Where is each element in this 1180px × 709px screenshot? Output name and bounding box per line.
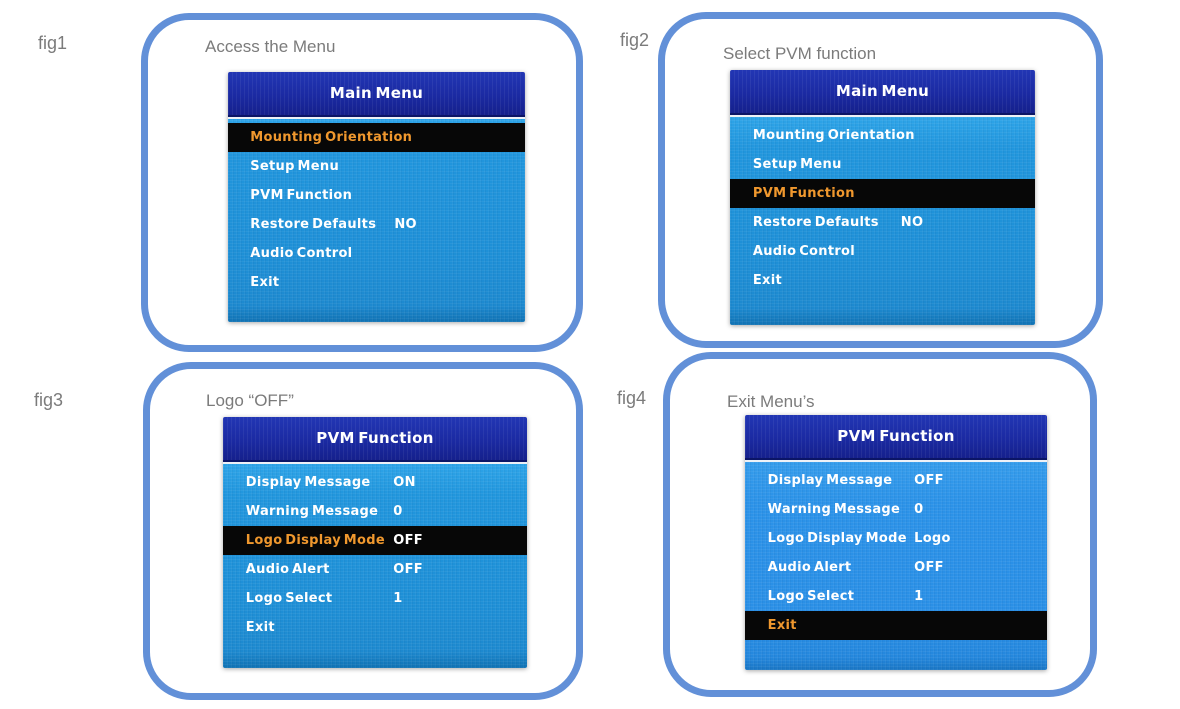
menu-item-mounting-orientation[interactable]: Mounting Orientation [228, 123, 525, 152]
menu-item-audio-alert[interactable]: Audio Alert OFF [223, 555, 527, 584]
osd-separator-line [228, 117, 525, 119]
osd-menu-title: Main Menu [228, 72, 525, 115]
menu-item-warning-message[interactable]: Warning Message 0 [223, 497, 527, 526]
menu-item-value: OFF [914, 560, 944, 575]
menu-item-label: Audio Alert [767, 560, 852, 575]
menu-item-mounting-orientation[interactable]: Mounting Orientation [730, 121, 1035, 150]
menu-item-label: Setup Menu [250, 159, 340, 174]
menu-item-label: Display Message [245, 475, 371, 490]
menu-item-label: Audio Alert [245, 562, 330, 577]
menu-item-label: Restore Defaults [250, 217, 377, 232]
menu-item-label: Exit [250, 275, 280, 290]
menu-item-logo-select[interactable]: Logo Select 1 [223, 584, 527, 613]
osd-menu-title: Main Menu [730, 70, 1035, 113]
menu-item-display-message[interactable]: Display Message OFF [745, 466, 1047, 495]
menu-item-setup-menu[interactable]: Setup Menu [730, 150, 1035, 179]
figure-label-fig4: fig4 [617, 388, 647, 408]
figure-caption-1: Access the Menu [205, 37, 336, 56]
figure-caption-2: Select PVM function [723, 44, 877, 63]
figure-label-fig2: fig2 [620, 30, 650, 50]
figure-caption-4: Exit Menu’s [727, 392, 815, 411]
osd-separator-line [745, 460, 1047, 462]
menu-item-logo-display-mode[interactable]: Logo Display Mode Logo [745, 524, 1047, 553]
menu-item-value: OFF [393, 562, 423, 577]
menu-item-audio-control[interactable]: Audio Control [228, 239, 525, 268]
figure-caption-3: Logo “OFF” [206, 391, 294, 410]
menu-item-exit[interactable]: Exit [745, 611, 1047, 640]
osd-separator-line [223, 462, 527, 464]
menu-item-label: Exit [752, 273, 783, 288]
menu-item-audio-control[interactable]: Audio Control [730, 237, 1035, 266]
osd-separator-line [730, 115, 1035, 117]
menu-item-label: PVM Function [752, 186, 855, 201]
menu-item-value: NO [900, 215, 924, 230]
menu-item-value: NO [394, 217, 417, 232]
menu-item-label: PVM Function [250, 188, 353, 203]
menu-item-label: Exit [767, 618, 797, 633]
osd-screenshot-pvm-function-1: PVM Function Display Message ON Warning Me… [223, 417, 527, 668]
menu-item-exit[interactable]: Exit [223, 613, 527, 642]
menu-item-label: Mounting Orientation [752, 128, 915, 143]
menu-item-label: Mounting Orientation [250, 130, 413, 145]
menu-item-logo-select[interactable]: Logo Select 1 [745, 582, 1047, 611]
menu-item-value: OFF [393, 533, 423, 548]
osd-menu-title: PVM Function [745, 415, 1047, 458]
menu-item-label: Logo Select [245, 591, 333, 606]
menu-item-label: Logo Display Mode [245, 533, 385, 548]
menu-item-label: Audio Control [752, 244, 856, 259]
menu-item-audio-alert[interactable]: Audio Alert OFF [745, 553, 1047, 582]
menu-item-exit[interactable]: Exit [730, 266, 1035, 295]
menu-item-value: 0 [393, 504, 403, 519]
menu-item-pvm-function[interactable]: PVM Function [228, 181, 525, 210]
menu-item-label: Display Message [767, 473, 893, 488]
menu-item-label: Logo Select [767, 589, 855, 604]
menu-item-value: Logo [914, 531, 951, 546]
menu-item-value: ON [393, 475, 416, 490]
menu-item-label: Warning Message [245, 504, 379, 519]
menu-item-label: Audio Control [250, 246, 353, 261]
osd-separator-dark [228, 115, 525, 117]
menu-item-exit[interactable]: Exit [228, 268, 525, 297]
osd-separator-dark [730, 113, 1035, 115]
menu-item-setup-menu[interactable]: Setup Menu [228, 152, 525, 181]
menu-item-restore-defaults[interactable]: Restore Defaults NO [228, 210, 525, 239]
menu-item-pvm-function[interactable]: PVM Function [730, 179, 1035, 208]
menu-item-warning-message[interactable]: Warning Message 0 [745, 495, 1047, 524]
menu-item-restore-defaults[interactable]: Restore Defaults NO [730, 208, 1035, 237]
menu-item-logo-display-mode[interactable]: Logo Display Mode OFF [223, 526, 527, 555]
menu-item-label: Exit [245, 620, 275, 635]
menu-item-display-message[interactable]: Display Message ON [223, 468, 527, 497]
menu-item-label: Restore Defaults [752, 215, 879, 230]
menu-item-label: Logo Display Mode [767, 531, 907, 546]
menu-item-value: 0 [914, 502, 924, 517]
menu-item-label: Warning Message [767, 502, 901, 517]
menu-item-value: 1 [914, 589, 924, 604]
osd-separator-dark [745, 458, 1047, 460]
menu-item-label: Setup Menu [752, 157, 842, 172]
menu-item-value: OFF [914, 473, 944, 488]
figure-label-fig1: fig1 [38, 33, 68, 53]
osd-separator-dark [223, 460, 527, 462]
menu-item-value: 1 [393, 591, 403, 606]
osd-menu-title: PVM Function [223, 417, 527, 460]
figure-label-fig3: fig3 [34, 390, 64, 410]
